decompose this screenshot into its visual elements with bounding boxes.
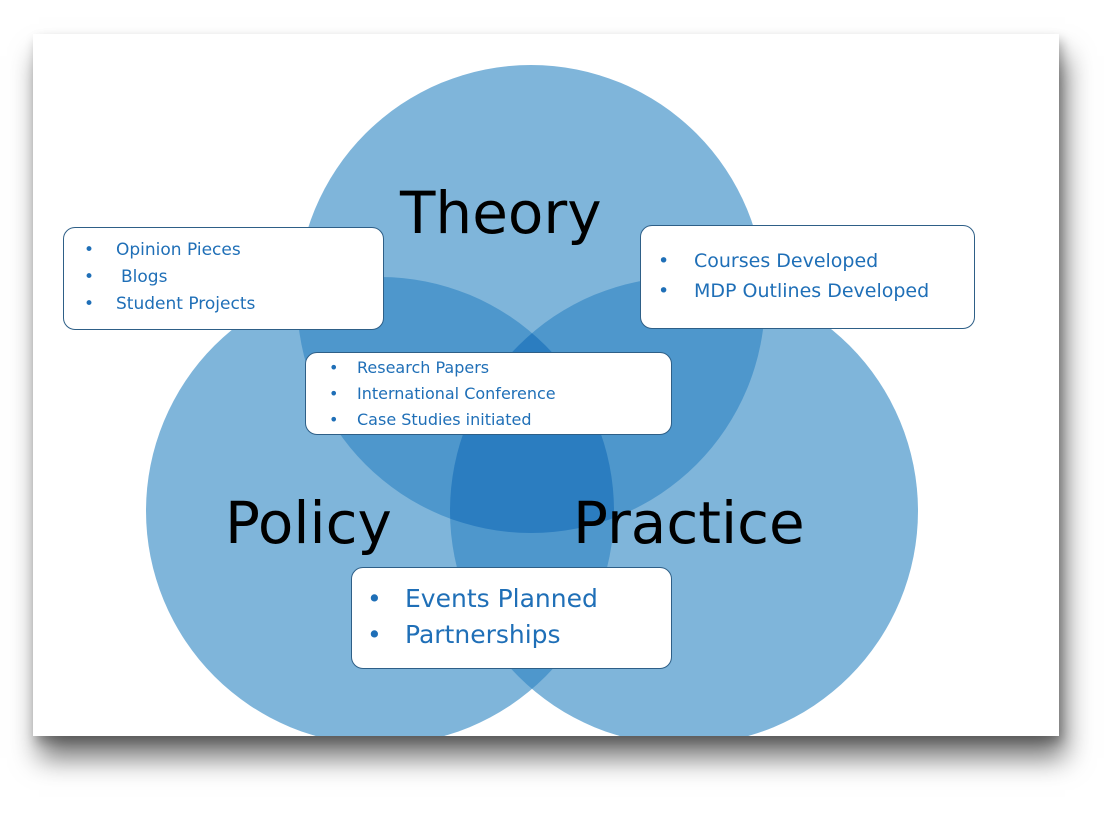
list-item: • International Conference [306, 384, 671, 410]
list-item: • Research Papers [306, 358, 671, 384]
box-policy-practice: • Events Planned • Partnerships [351, 567, 672, 669]
item-courses-developed: Courses Developed [694, 250, 879, 272]
item-research-papers: Research Papers [357, 358, 490, 377]
bullet-icon: • [658, 280, 670, 302]
list-center: • Research Papers • International Confer… [306, 358, 671, 436]
bullet-icon: • [329, 358, 339, 377]
list-theory-policy: • Opinion Pieces • Blogs • Student Proje… [64, 240, 383, 321]
bullet-icon: • [84, 294, 95, 314]
item-blogs: Blogs [121, 267, 168, 287]
list-item: • Blogs [64, 267, 383, 294]
list-item: • Opinion Pieces [64, 240, 383, 267]
list-item: • Student Projects [64, 294, 383, 321]
list-item: • Courses Developed [641, 250, 974, 280]
bullet-icon: • [658, 250, 670, 272]
list-theory-practice: • Courses Developed • MDP Outlines Devel… [641, 250, 974, 310]
item-opinion-pieces: Opinion Pieces [116, 240, 241, 260]
item-case-studies-initiated: Case Studies initiated [357, 410, 532, 429]
list-item: • Case Studies initiated [306, 410, 671, 436]
bullet-icon: • [329, 384, 339, 403]
box-theory-practice: • Courses Developed • MDP Outlines Devel… [640, 225, 975, 329]
bullet-icon: • [84, 267, 95, 287]
list-policy-practice: • Events Planned • Partnerships [352, 584, 671, 656]
bullet-icon: • [367, 620, 382, 649]
label-policy: Policy [225, 489, 392, 557]
bullet-icon: • [367, 584, 382, 613]
list-item: • MDP Outlines Developed [641, 280, 974, 310]
list-item: • Events Planned [352, 584, 671, 620]
label-practice: Practice [573, 489, 805, 557]
item-international-conference: International Conference [357, 384, 556, 403]
box-center: • Research Papers • International Confer… [305, 352, 672, 435]
item-mdp-outlines-developed: MDP Outlines Developed [694, 280, 930, 302]
item-partnerships: Partnerships [405, 620, 561, 649]
item-student-projects: Student Projects [116, 294, 256, 314]
box-theory-policy: • Opinion Pieces • Blogs • Student Proje… [63, 227, 384, 330]
label-theory: Theory [400, 179, 602, 247]
bullet-icon: • [329, 410, 339, 429]
item-events-planned: Events Planned [405, 584, 598, 613]
venn-diagram-slide: Theory Policy Practice • Opinion Pieces … [33, 34, 1059, 736]
bullet-icon: • [84, 240, 95, 260]
list-item: • Partnerships [352, 620, 671, 656]
